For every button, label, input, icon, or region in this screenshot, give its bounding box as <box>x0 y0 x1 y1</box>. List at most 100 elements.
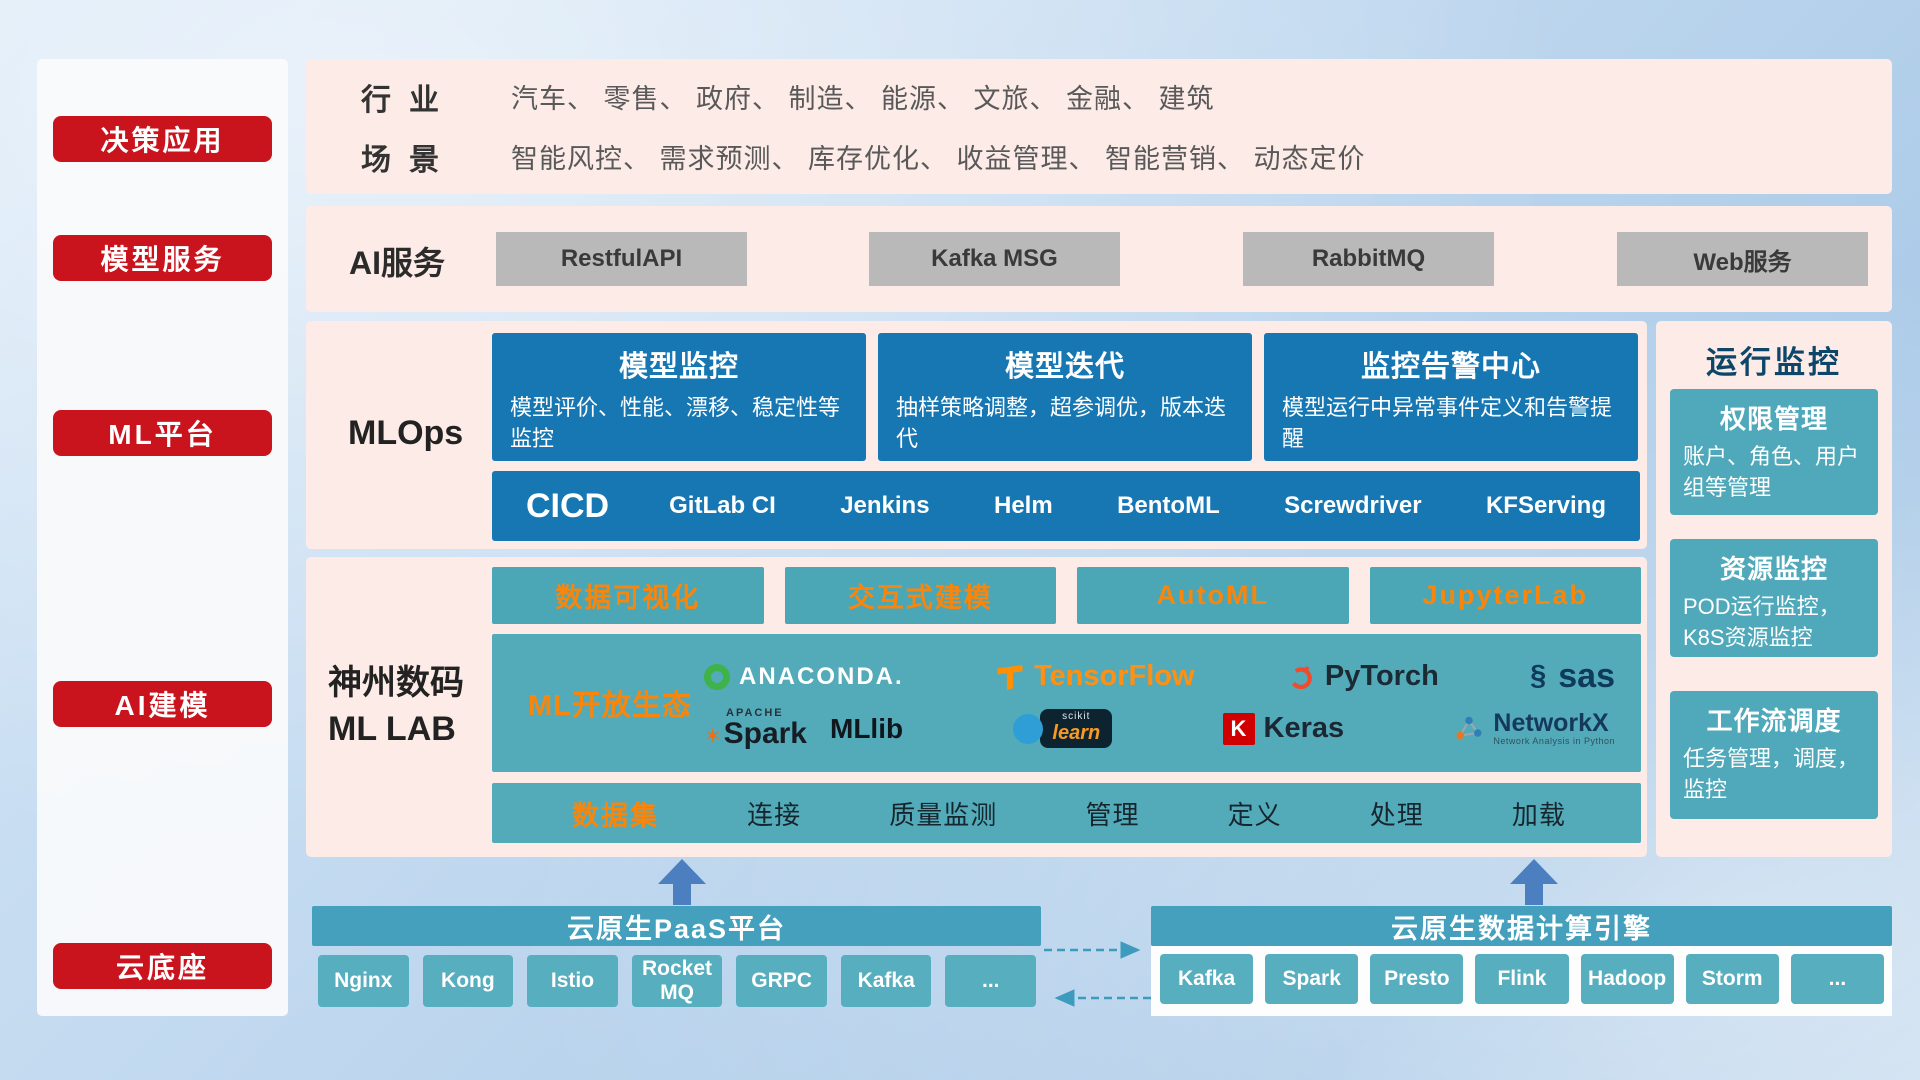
engine-up-arrow-head <box>1510 859 1558 884</box>
resource-monitoring-desc: POD运行监控，K8S资源监控 <box>1683 594 1841 650</box>
cicd-bentoml: BentoML <box>1117 492 1220 519</box>
pytorch-wordmark: PyTorch <box>1324 660 1439 692</box>
scenario-label: 场景 <box>361 143 457 177</box>
spark-line: ✶ Spark <box>704 719 807 749</box>
sas-logo: § sas <box>1530 657 1615 696</box>
anaconda-icon <box>704 663 730 690</box>
cicd-helm: Helm <box>993 492 1053 519</box>
industry-row: 行业 汽车、 零售、 政府、 制造、 能源、 文旅、 金融、 建筑 <box>361 75 1892 119</box>
runtime-monitoring-title: 运行监控 <box>1706 345 1842 380</box>
learn-label: learn <box>1052 721 1101 744</box>
tool-data-visualization: 数据可视化 <box>492 567 764 624</box>
scikit-label: scikit <box>1062 711 1091 723</box>
rail-item-cloud-base: 云底座 <box>53 943 272 989</box>
mllib-wordmark: MLlib <box>830 712 904 744</box>
ai-service-web: Web服务 <box>1617 232 1868 286</box>
cicd-items: GitLab CI Jenkins Helm BentoML Screwdriv… <box>669 492 1606 520</box>
ai-service-kafka-msg: Kafka MSG <box>869 232 1120 286</box>
resource-monitoring-title: 资源监控 <box>1719 554 1828 584</box>
rail-item-model-services: 模型服务 <box>53 235 272 281</box>
paas-kong: Kong <box>422 955 514 1007</box>
workflow-scheduling-title: 工作流调度 <box>1706 706 1842 736</box>
ai-service-panel: AI服务 RestfulAPI Kafka MSG RabbitMQ Web服务 <box>306 206 1892 312</box>
cicd-jenkins: Jenkins <box>840 492 930 519</box>
networkx-wordmark: NetworkX <box>1493 708 1609 737</box>
workflow-scheduling-desc: 任务管理，调度，监控 <box>1683 746 1860 802</box>
model-iteration-title: 模型迭代 <box>1004 351 1125 383</box>
engine-more: ... <box>1790 954 1884 1004</box>
networkx-icon <box>1456 717 1482 740</box>
scikit-learn-icon <box>1013 713 1044 744</box>
model-iteration-card: 模型迭代 抽样策略调整，超参调优，版本迭代 <box>878 333 1252 461</box>
paas-items-row: Nginx Kong Istio RocketMQ GRPC Kafka ... <box>318 955 1037 1007</box>
data-engine-header: 云原生数据计算引擎 <box>1151 906 1892 946</box>
engine-items-row: Kafka Spark Presto Flink Hadoop Storm ..… <box>1160 954 1884 1004</box>
runtime-monitoring-panel: 运行监控 权限管理 账户、角色、用户组等管理 资源监控 POD运行监控，K8S资… <box>1656 321 1892 857</box>
workflow-scheduling-card: 工作流调度 任务管理，调度，监控 <box>1670 691 1878 819</box>
dataset-define: 定义 <box>1227 799 1282 830</box>
engine-hadoop: Hadoop <box>1580 954 1674 1004</box>
ml-lab-label-line2: ML LAB <box>328 709 456 748</box>
rail-item-ai-modeling: AI建模 <box>53 681 272 727</box>
engine-storm: Storm <box>1685 954 1779 1004</box>
cicd-gitlab-ci: GitLab CI <box>669 492 776 519</box>
dataset-label: 数据集 <box>572 800 659 831</box>
tensorflow-logo: TensorFlow <box>995 660 1195 693</box>
engine-kafka: Kafka <box>1160 954 1254 1004</box>
anaconda-wordmark: ANACONDA. <box>739 662 904 690</box>
cicd-bar: CICD GitLab CI Jenkins Helm BentoML Scre… <box>492 471 1640 541</box>
paas-platform-header: 云原生PaaS平台 <box>312 906 1041 946</box>
cicd-label: CICD <box>526 486 610 525</box>
alert-center-card: 监控告警中心 模型运行中异常事件定义和告警提醒 <box>1264 333 1638 461</box>
spark-wordmark: Spark <box>723 717 807 750</box>
dataset-bar: 数据集 连接 质量监测 管理 定义 处理 加载 <box>492 783 1641 843</box>
dataset-load: 加载 <box>1511 799 1566 830</box>
permission-management-card: 权限管理 账户、角色、用户组等管理 <box>1670 389 1878 515</box>
tool-interactive-modeling: 交互式建模 <box>784 567 1056 624</box>
networkx-text-group: NetworkX Network Analysis in Python <box>1493 708 1615 747</box>
model-monitoring-title: 模型监控 <box>618 351 739 383</box>
tensorflow-icon <box>997 664 1023 690</box>
paas-kafka: Kafka <box>840 955 932 1007</box>
tool-automl: AutoML <box>1077 567 1349 624</box>
ml-lab-tools-row: 数据可视化 交互式建模 AutoML JupyterLab <box>492 567 1641 624</box>
pytorch-icon <box>1290 666 1312 689</box>
paas-engine-exchange-arrows <box>1044 941 1151 1007</box>
keras-icon: K <box>1222 712 1255 745</box>
ecosystem-logos: ANACONDA. TensorFlow PyTorch § <box>704 657 1641 749</box>
scenario-row: 场景 智能风控、 需求预测、 库存优化、 收益管理、 智能营销、 动态定价 <box>361 135 1892 179</box>
engine-up-arrow <box>1510 859 1558 905</box>
scikit-learn-badge: scikit learn <box>1040 709 1113 748</box>
keras-logo: K Keras <box>1222 712 1345 745</box>
industry-scenario-panel: 行业 汽车、 零售、 政府、 制造、 能源、 文旅、 金融、 建筑 场景 智能风… <box>306 59 1892 194</box>
engine-up-arrow-stem <box>1525 884 1543 905</box>
paas-up-arrow <box>658 859 706 905</box>
mlops-panel: MLOps 模型监控 模型评价、性能、漂移、稳定性等监控 模型迭代 抽样策略调整… <box>306 321 1647 549</box>
spark-mllib-logo: APACHE ✶ Spark MLlib <box>704 708 903 749</box>
ml-open-ecosystem-label: ML开放生态 <box>528 690 692 722</box>
industry-values: 汽车、 零售、 政府、 制造、 能源、 文旅、 金融、 建筑 <box>511 84 1215 114</box>
permission-management-desc: 账户、角色、用户组等管理 <box>1683 444 1860 500</box>
dataset-quality-monitoring: 质量监测 <box>889 799 998 830</box>
engine-spark: Spark <box>1265 954 1359 1004</box>
anaconda-logo: ANACONDA. <box>704 663 904 691</box>
tensorflow-wordmark: TensorFlow <box>1034 660 1195 692</box>
keras-wordmark: Keras <box>1263 712 1345 744</box>
alert-center-title: 监控告警中心 <box>1360 351 1541 383</box>
networkx-logo: NetworkX Network Analysis in Python <box>1454 708 1615 747</box>
ml-lab-panel: 神州数码 ML LAB 数据可视化 交互式建模 AutoML JupyterLa… <box>306 557 1647 857</box>
dataset-process: 处理 <box>1369 799 1424 830</box>
paas-istio: Istio <box>527 955 618 1007</box>
tool-jupyterlab: JupyterLab <box>1369 567 1641 624</box>
ai-service-rabbitmq: RabbitMQ <box>1243 232 1494 286</box>
paas-up-arrow-head <box>658 859 706 884</box>
alert-center-desc: 模型运行中异常事件定义和告警提醒 <box>1282 395 1613 451</box>
ml-open-ecosystem-box: ML开放生态 ANACONDA. TensorFlow <box>492 634 1641 772</box>
cicd-kfserving: KFServing <box>1485 492 1606 519</box>
model-iteration-desc: 抽样策略调整，超参调优，版本迭代 <box>896 395 1227 451</box>
model-monitoring-desc: 模型评价、性能、漂移、稳定性等监控 <box>510 395 841 451</box>
spark-star-icon: ✶ <box>704 725 722 748</box>
ml-lab-label-line1: 神州数码 <box>328 664 464 702</box>
ai-service-label: AI服务 <box>349 245 446 281</box>
model-monitoring-card: 模型监控 模型评价、性能、漂移、稳定性等监控 <box>492 333 866 461</box>
